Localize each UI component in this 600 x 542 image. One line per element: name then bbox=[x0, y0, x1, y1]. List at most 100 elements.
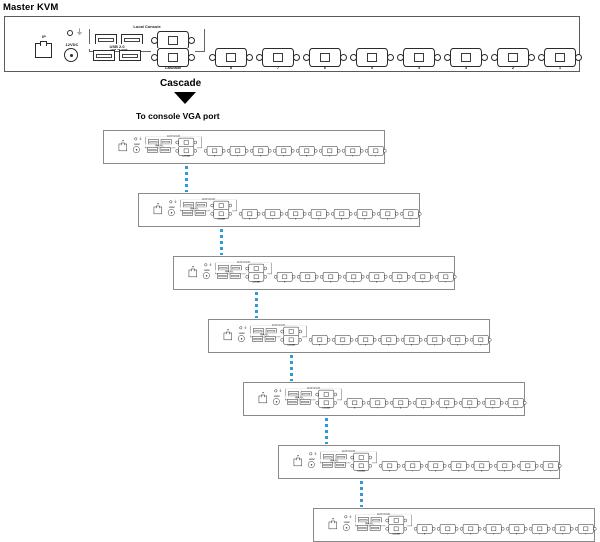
vga-port-3[interactable]: 3 bbox=[353, 209, 376, 220]
vga-port-2[interactable]: 2 bbox=[491, 48, 535, 70]
vga-port-2[interactable]: 2 bbox=[446, 335, 469, 346]
vga-port-2[interactable]: 2 bbox=[551, 524, 574, 535]
vga-port-3[interactable]: 3 bbox=[318, 146, 341, 157]
vga-port-4[interactable]: 4 bbox=[400, 335, 423, 346]
vga-port-3[interactable]: 3 bbox=[493, 461, 516, 472]
usb-port-2[interactable] bbox=[229, 273, 241, 279]
vga-port-1[interactable]: 1 bbox=[399, 209, 422, 220]
vga-port-7[interactable]: 7 bbox=[401, 461, 424, 472]
vga-port-n[interactable] bbox=[350, 452, 373, 463]
vga-port-7[interactable]: 7 bbox=[331, 335, 354, 346]
vga-port-n[interactable] bbox=[175, 137, 198, 148]
vga-port-Cascade[interactable]: Cascade bbox=[175, 146, 198, 157]
ip-port[interactable] bbox=[293, 457, 303, 467]
vga-port-6[interactable]: 6 bbox=[424, 461, 447, 472]
vga-port-6[interactable]: 6 bbox=[284, 209, 307, 220]
ip-port[interactable] bbox=[153, 205, 163, 215]
vga-port-6[interactable]: 6 bbox=[319, 272, 342, 283]
ip-port[interactable] bbox=[118, 142, 128, 152]
vga-port-7[interactable]: 7 bbox=[261, 209, 284, 220]
vga-port-n[interactable] bbox=[315, 389, 338, 400]
vga-port-Cascade[interactable]: Cascade bbox=[385, 524, 408, 535]
vga-port-7[interactable]: 7 bbox=[256, 48, 300, 70]
vga-port-8[interactable]: 8 bbox=[308, 335, 331, 346]
usb-port-1[interactable] bbox=[287, 399, 298, 405]
usb-port-2[interactable] bbox=[299, 399, 311, 405]
vga-port-Cascade[interactable]: Cascade bbox=[151, 48, 195, 70]
vga-port-1[interactable]: 1 bbox=[434, 272, 457, 283]
vga-port-3[interactable]: 3 bbox=[528, 524, 551, 535]
usb-port-2[interactable] bbox=[369, 525, 381, 531]
power-jack[interactable] bbox=[237, 335, 245, 343]
vga-port-8[interactable]: 8 bbox=[203, 146, 226, 157]
vga-port-n[interactable] bbox=[280, 326, 303, 337]
vga-port-8[interactable]: 8 bbox=[413, 524, 436, 535]
vga-port-8[interactable]: 8 bbox=[209, 48, 253, 70]
usb-port-2[interactable] bbox=[194, 210, 206, 216]
vga-port-5[interactable]: 5 bbox=[350, 48, 394, 70]
vga-port-1[interactable]: 1 bbox=[469, 335, 492, 346]
vga-port-5[interactable]: 5 bbox=[272, 146, 295, 157]
vga-port-Cascade[interactable]: Cascade bbox=[280, 335, 303, 346]
vga-port-5[interactable]: 5 bbox=[342, 272, 365, 283]
vga-port-6[interactable]: 6 bbox=[459, 524, 482, 535]
vga-port-4[interactable]: 4 bbox=[397, 48, 441, 70]
vga-port-3[interactable]: 3 bbox=[388, 272, 411, 283]
vga-port-2[interactable]: 2 bbox=[376, 209, 399, 220]
vga-port-7[interactable]: 7 bbox=[436, 524, 459, 535]
power-jack[interactable] bbox=[132, 146, 140, 154]
vga-port-5[interactable]: 5 bbox=[447, 461, 470, 472]
vga-port-1[interactable]: 1 bbox=[574, 524, 597, 535]
vga-port-4[interactable]: 4 bbox=[295, 146, 318, 157]
vga-port-Cascade[interactable]: Cascade bbox=[315, 398, 338, 409]
power-jack[interactable] bbox=[272, 398, 280, 406]
vga-port-6[interactable]: 6 bbox=[303, 48, 347, 70]
vga-port-4[interactable]: 4 bbox=[365, 272, 388, 283]
vga-port-8[interactable]: 8 bbox=[378, 461, 401, 472]
vga-port-2[interactable]: 2 bbox=[481, 398, 504, 409]
vga-port-2[interactable]: 2 bbox=[341, 146, 364, 157]
vga-port-n[interactable] bbox=[210, 200, 233, 211]
ip-port[interactable] bbox=[35, 41, 52, 58]
vga-port-1[interactable]: 1 bbox=[364, 146, 387, 157]
usb-port-1[interactable] bbox=[147, 147, 158, 153]
vga-port-8[interactable]: 8 bbox=[238, 209, 261, 220]
vga-port-3[interactable]: 3 bbox=[423, 335, 446, 346]
vga-port-5[interactable]: 5 bbox=[377, 335, 400, 346]
usb-port-2[interactable] bbox=[264, 336, 276, 342]
vga-port-1[interactable]: 1 bbox=[504, 398, 527, 409]
vga-port-4[interactable]: 4 bbox=[505, 524, 528, 535]
vga-port-5[interactable]: 5 bbox=[412, 398, 435, 409]
vga-port-6[interactable]: 6 bbox=[354, 335, 377, 346]
vga-port-n[interactable] bbox=[385, 515, 408, 526]
vga-port-4[interactable]: 4 bbox=[435, 398, 458, 409]
vga-port-5[interactable]: 5 bbox=[482, 524, 505, 535]
vga-port-5[interactable]: 5 bbox=[307, 209, 330, 220]
usb-port-1[interactable] bbox=[357, 525, 368, 531]
vga-port-3[interactable]: 3 bbox=[444, 48, 488, 70]
ip-port[interactable] bbox=[223, 331, 233, 341]
ip-port[interactable] bbox=[188, 268, 198, 278]
vga-port-2[interactable]: 2 bbox=[411, 272, 434, 283]
usb-port-2[interactable] bbox=[159, 147, 171, 153]
vga-port-7[interactable]: 7 bbox=[226, 146, 249, 157]
vga-port-1[interactable]: 1 bbox=[538, 48, 582, 70]
usb-port-1[interactable] bbox=[182, 210, 193, 216]
power-jack[interactable] bbox=[167, 209, 175, 217]
power-jack[interactable] bbox=[342, 524, 350, 532]
vga-port-1[interactable]: 1 bbox=[539, 461, 562, 472]
vga-port-4[interactable]: 4 bbox=[330, 209, 353, 220]
vga-port-Cascade[interactable]: Cascade bbox=[350, 461, 373, 472]
vga-port-7[interactable]: 7 bbox=[296, 272, 319, 283]
vga-port-7[interactable]: 7 bbox=[366, 398, 389, 409]
vga-port-n[interactable] bbox=[245, 263, 268, 274]
usb-port-2[interactable] bbox=[119, 50, 141, 61]
usb-port-1[interactable] bbox=[322, 462, 333, 468]
usb-port-1[interactable] bbox=[217, 273, 228, 279]
vga-port-6[interactable]: 6 bbox=[389, 398, 412, 409]
power-jack[interactable] bbox=[202, 272, 210, 280]
ip-port[interactable] bbox=[258, 394, 268, 404]
vga-port-3[interactable]: 3 bbox=[458, 398, 481, 409]
vga-port-6[interactable]: 6 bbox=[249, 146, 272, 157]
usb-port-1[interactable] bbox=[93, 50, 115, 61]
